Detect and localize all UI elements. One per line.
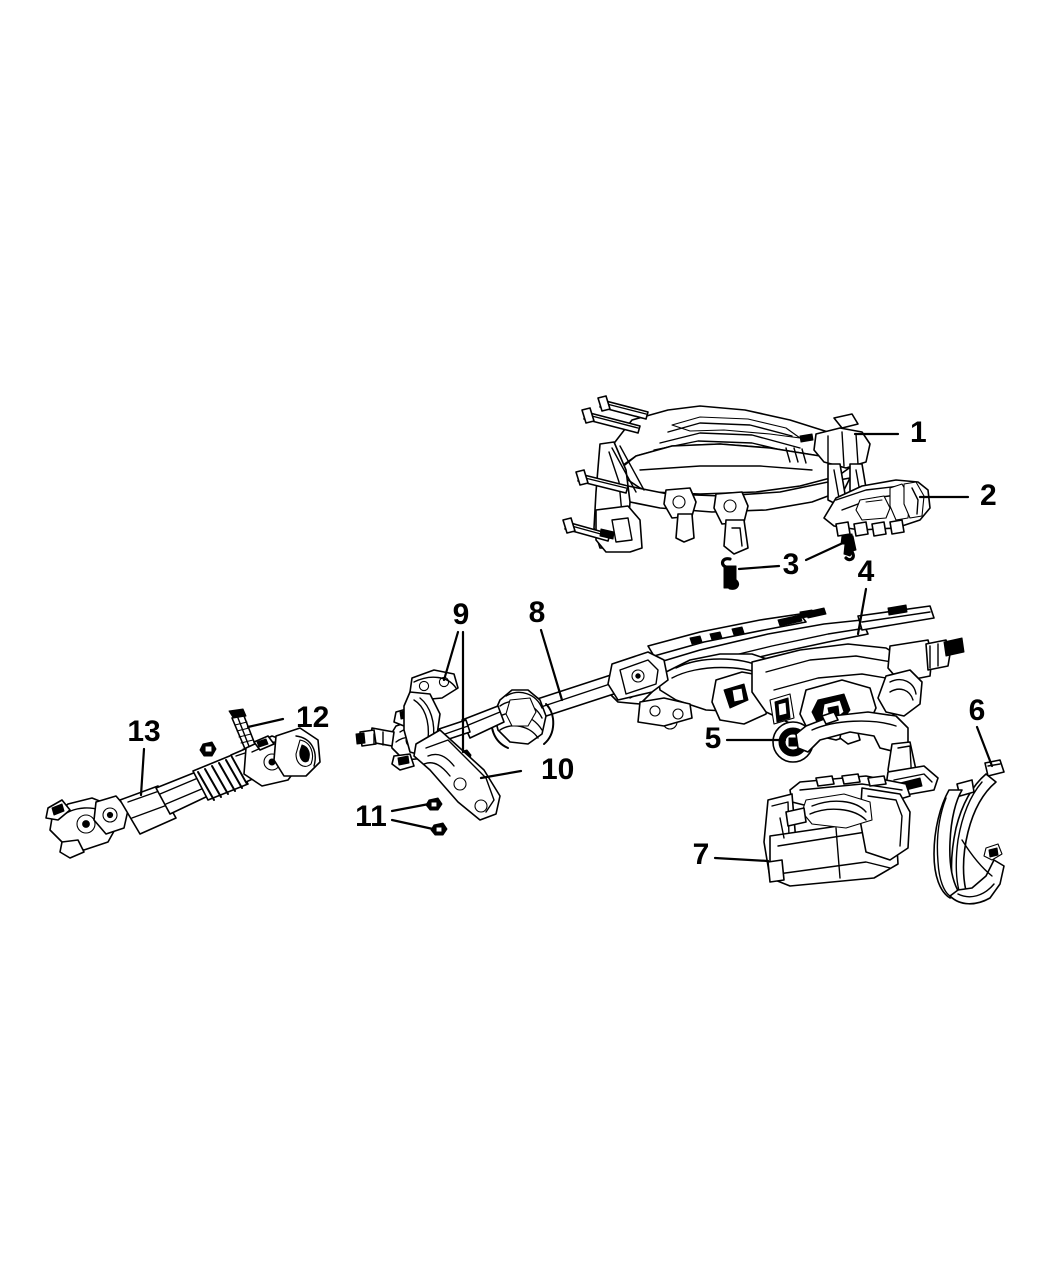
- leader-12: [246, 717, 285, 729]
- leader-13: [139, 747, 146, 797]
- part-6-lower-support-brace: [933, 759, 1005, 905]
- part-13-lower-steering-shaft: [45, 727, 321, 859]
- leader-10: [479, 769, 523, 780]
- callout-label-3: 3: [783, 548, 800, 581]
- leader-6: [975, 725, 994, 768]
- callout-label-5: 5: [705, 722, 722, 755]
- leader-4: [856, 587, 868, 636]
- part-8-intermediate-shaft: [355, 651, 669, 771]
- leader-11-b: [390, 818, 435, 831]
- callout-label-8: 8: [529, 596, 546, 629]
- callout-label-10: 10: [541, 753, 574, 786]
- part-11-mounting-bolts: [425, 797, 448, 836]
- leader-3-left: [737, 564, 781, 571]
- part-3b-spring-hook: [842, 535, 857, 562]
- callout-label-13: 13: [127, 715, 160, 748]
- part-7-lower-shroud-cover: [763, 773, 911, 887]
- leader-8: [539, 628, 564, 702]
- part-10-mounting-bracket: [403, 669, 501, 821]
- callout-label-7: 7: [693, 838, 710, 871]
- callout-label-2: 2: [980, 479, 997, 512]
- leader-9-a: [442, 630, 460, 682]
- leader-11-a: [390, 802, 431, 813]
- callout-label-1: 1: [910, 416, 927, 449]
- leader-3-right: [804, 540, 847, 562]
- callout-label-9: 9: [453, 598, 470, 631]
- part-5-lock-cylinder-housing: [772, 711, 939, 797]
- callout-label-4: 4: [858, 555, 875, 588]
- callout-numbers: 1 2 3 4 5 6 7 8 9 10 11 12 13: [127, 416, 996, 871]
- part-4-steering-column-assembly: [607, 604, 965, 745]
- part-3-tension-spring: [720, 557, 740, 590]
- callout-leaders: [139, 432, 994, 863]
- callout-label-6: 6: [969, 694, 986, 727]
- part-1-upper-support-bracket: [562, 395, 871, 555]
- callout-label-12: 12: [296, 701, 329, 734]
- callout-label-11: 11: [355, 800, 387, 833]
- part-2-upper-shroud-cover: [823, 479, 931, 557]
- leader-7: [713, 856, 770, 863]
